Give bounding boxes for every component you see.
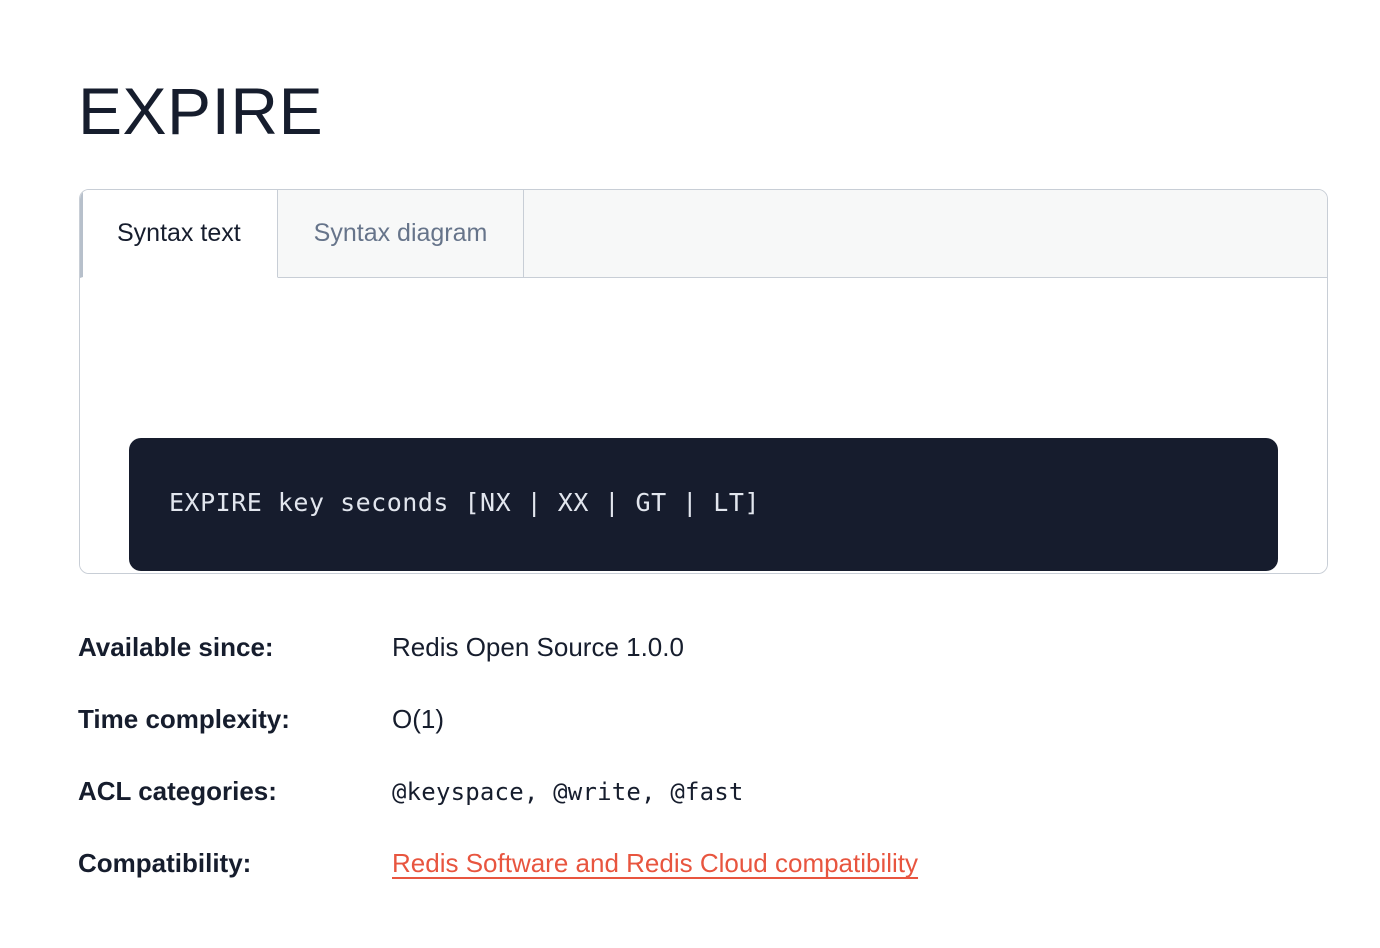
meta-row-available-since: Available since: Redis Open Source 1.0.0 bbox=[78, 632, 1278, 704]
code-block: EXPIRE key seconds [NX | XX | GT | LT] bbox=[129, 438, 1278, 571]
compatibility-link[interactable]: Redis Software and Redis Cloud compatibi… bbox=[392, 848, 919, 878]
meta-label-acl-categories: ACL categories: bbox=[78, 776, 277, 806]
command-syntax-text: EXPIRE key seconds [NX | XX | GT | LT] bbox=[169, 488, 760, 517]
meta-label-available-since: Available since: bbox=[78, 632, 274, 662]
tab-syntax-text-label: Syntax text bbox=[117, 219, 241, 247]
tab-strip: Syntax text Syntax diagram bbox=[80, 190, 1327, 278]
meta-label-time-complexity: Time complexity: bbox=[78, 704, 290, 734]
page-title: EXPIRE bbox=[78, 74, 324, 149]
tab-syntax-text[interactable]: Syntax text bbox=[80, 190, 278, 278]
meta-value-available-since: Redis Open Source 1.0.0 bbox=[392, 632, 684, 662]
tab-strip-filler bbox=[524, 190, 1327, 278]
tab-syntax-diagram-label: Syntax diagram bbox=[313, 219, 488, 247]
meta-value-time-complexity: O(1) bbox=[392, 704, 444, 734]
command-metadata: Available since: Redis Open Source 1.0.0… bbox=[78, 632, 1278, 920]
meta-label-compatibility: Compatibility: bbox=[78, 848, 252, 878]
meta-row-time-complexity: Time complexity: O(1) bbox=[78, 704, 1278, 776]
tab-syntax-diagram[interactable]: Syntax diagram bbox=[277, 190, 525, 278]
meta-row-acl-categories: ACL categories: @keyspace, @write, @fast bbox=[78, 776, 1278, 848]
meta-row-compatibility: Compatibility: Redis Software and Redis … bbox=[78, 848, 1278, 920]
syntax-card: Syntax text Syntax diagram EXPIRE key se… bbox=[79, 189, 1328, 574]
meta-value-acl-categories: @keyspace, @write, @fast bbox=[392, 778, 744, 806]
syntax-card-body: EXPIRE key seconds [NX | XX | GT | LT] bbox=[80, 278, 1327, 573]
